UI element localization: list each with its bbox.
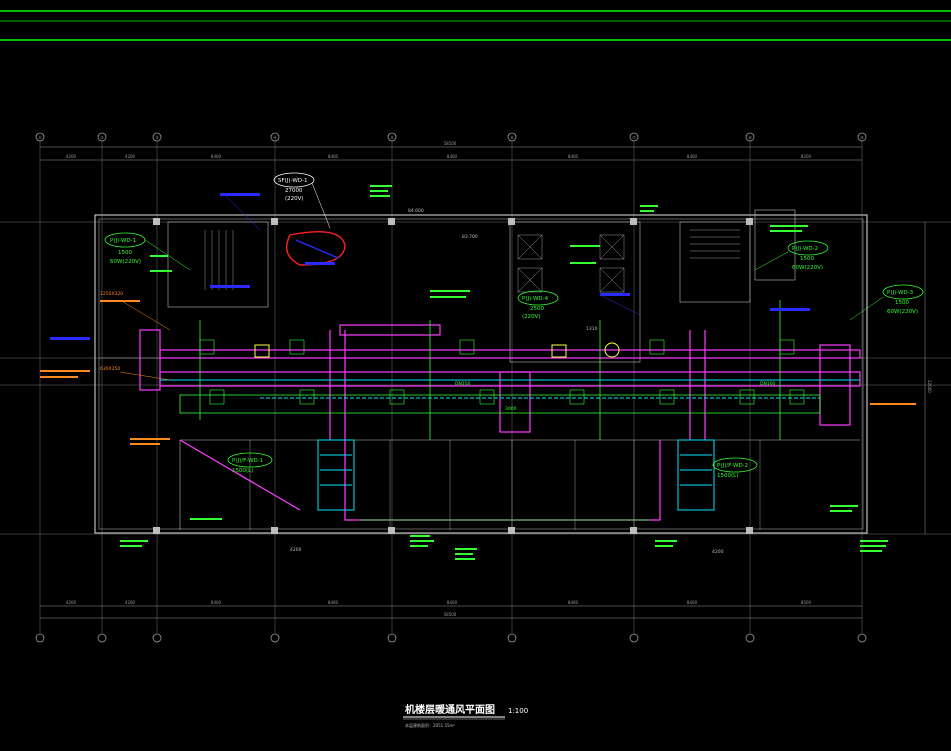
tag-pj-wd-3: P(J)-WD-3 1500 60W(220V): [882, 284, 924, 315]
tag-pj-wd-1: P(J)-WD-1 1500 60W(220V): [104, 232, 146, 265]
tag-label: P(J)-WD-4: [522, 296, 549, 302]
bay-dimension: 8400: [328, 154, 339, 159]
drawing-scale: 1:100: [508, 707, 528, 715]
axis-label: ③: [155, 135, 159, 140]
bay-dimension: 8400: [211, 600, 222, 605]
bay-dimension: 8400: [447, 154, 458, 159]
bay-dimension: 8200: [801, 154, 812, 159]
corridor-dimension: 4200: [712, 549, 724, 555]
duct-label: 1250X320: [100, 291, 123, 297]
overall-dimension: 58500: [444, 141, 457, 146]
dimension-right: 22000: [924, 222, 932, 534]
tag-power: 60W(220V): [887, 309, 918, 315]
bay-dimension: 8400: [687, 154, 698, 159]
equipment-yellow: [254, 342, 620, 358]
bay-dimension: 8400: [568, 600, 579, 605]
bay-dimension: 8400: [211, 154, 222, 159]
axis-label: ⑤: [390, 135, 394, 140]
axis-label: ①: [38, 135, 42, 140]
tag-info: 1500(L): [717, 473, 738, 479]
bay-dimension: 4200: [66, 154, 77, 159]
equipment-tag-group: P(J)-WD-1 1500 60W(220V) SF(J)-WD-1 2700…: [104, 172, 924, 479]
bottom-axis-bubbles: [35, 633, 867, 643]
axis-label: ⑥: [510, 135, 514, 140]
tag-power: 60W(220V): [110, 259, 141, 265]
tag-pj-wd-4: P(J)-WD-4 2500 (220V): [517, 290, 559, 320]
tag-info: 1500(L): [232, 468, 253, 474]
tag-power: (220V): [285, 196, 304, 202]
duct-network-cyan: [160, 379, 860, 511]
drawing-title: 机楼层暖通风平面图: [405, 703, 495, 716]
axis-label: ⑧: [748, 135, 752, 140]
top-axis-bubbles: ① ② ③ ④ ⑤ ⑥ ⑦ ⑧ ⑨: [35, 132, 867, 142]
pipe-label: DN150: [455, 381, 471, 387]
tag-label: P(J)/F-WD-2: [717, 463, 748, 469]
bay-dimension: 4200: [125, 154, 136, 159]
bay-dimension: 8400: [687, 600, 698, 605]
drawing-title-block: 机楼层暖通风平面图 1:100 本层建筑面积：2051.55m²: [403, 703, 528, 728]
tag-power: (220V): [522, 314, 541, 320]
tag-pjf-wd-1: P(J)/F-WD-1 1500(L): [227, 452, 273, 474]
room-label: 1310: [586, 326, 598, 332]
bay-dimension: 4200: [125, 600, 136, 605]
tag-label: P(J)-WD-1: [110, 238, 136, 244]
bay-dimension: 8400: [328, 600, 339, 605]
dimension-top: 58500 4200 4200 8400 8400 8400 8400 8400…: [40, 141, 862, 161]
duct-network-magenta: [139, 324, 861, 521]
tag-label: P(J)-WD-2: [792, 246, 818, 252]
red-highlight: [286, 230, 346, 266]
duct-network-green: [179, 300, 821, 521]
tag-label: SF(J)-WD-1: [278, 178, 308, 184]
tag-pj-wd-2: P(J)-WD-2 1500 60W(220V): [787, 240, 829, 271]
tag-info: 1500: [800, 256, 814, 262]
axis-label: ⑦: [632, 135, 636, 140]
tag-power: 60W(220V): [792, 265, 823, 271]
fan-label: 3000: [505, 406, 517, 412]
drawing-subtitle: 本层建筑面积：2051.55m²: [405, 722, 455, 728]
tag-pjf-wd-2: P(J)/F-WD-2 1500(L): [712, 457, 758, 479]
elevation-label: 84.600: [408, 208, 424, 214]
duct-label: 630X250: [100, 366, 120, 372]
side-dimension: 22000: [927, 380, 932, 393]
elevation-label: 83.700: [462, 234, 478, 240]
dimension-bottom: 4200 4200 8400 8400 8400 8400 8400 8500 …: [40, 600, 862, 619]
corridor-dimension: 4200: [290, 547, 302, 553]
tag-info: 1500: [118, 250, 132, 256]
bay-dimension: 8400: [568, 154, 579, 159]
axis-label: ②: [100, 135, 104, 140]
tag-info: 1500: [895, 300, 909, 306]
bay-dimension: 8400: [447, 600, 458, 605]
tag-info: 2500: [530, 306, 544, 312]
tag-label: P(J)/F-WD-1: [232, 458, 263, 464]
axis-label: ⑨: [860, 135, 864, 140]
overall-dimension: 58500: [444, 612, 457, 617]
bay-dimension: 4200: [66, 600, 77, 605]
axis-label: ④: [273, 135, 277, 140]
annotations: 84.600 83.700 DN150 DN100 1250X320 630X2…: [40, 182, 916, 560]
tag-label: P(J)-WD-3: [887, 290, 914, 296]
bay-dimension: 8500: [801, 600, 812, 605]
viewport-frame: [0, 10, 951, 41]
tag-info: 27000: [285, 188, 303, 194]
pipe-label: DN100: [760, 381, 776, 387]
tag-sfj-wd-1: SF(J)-WD-1 27000 (220V): [273, 172, 315, 202]
